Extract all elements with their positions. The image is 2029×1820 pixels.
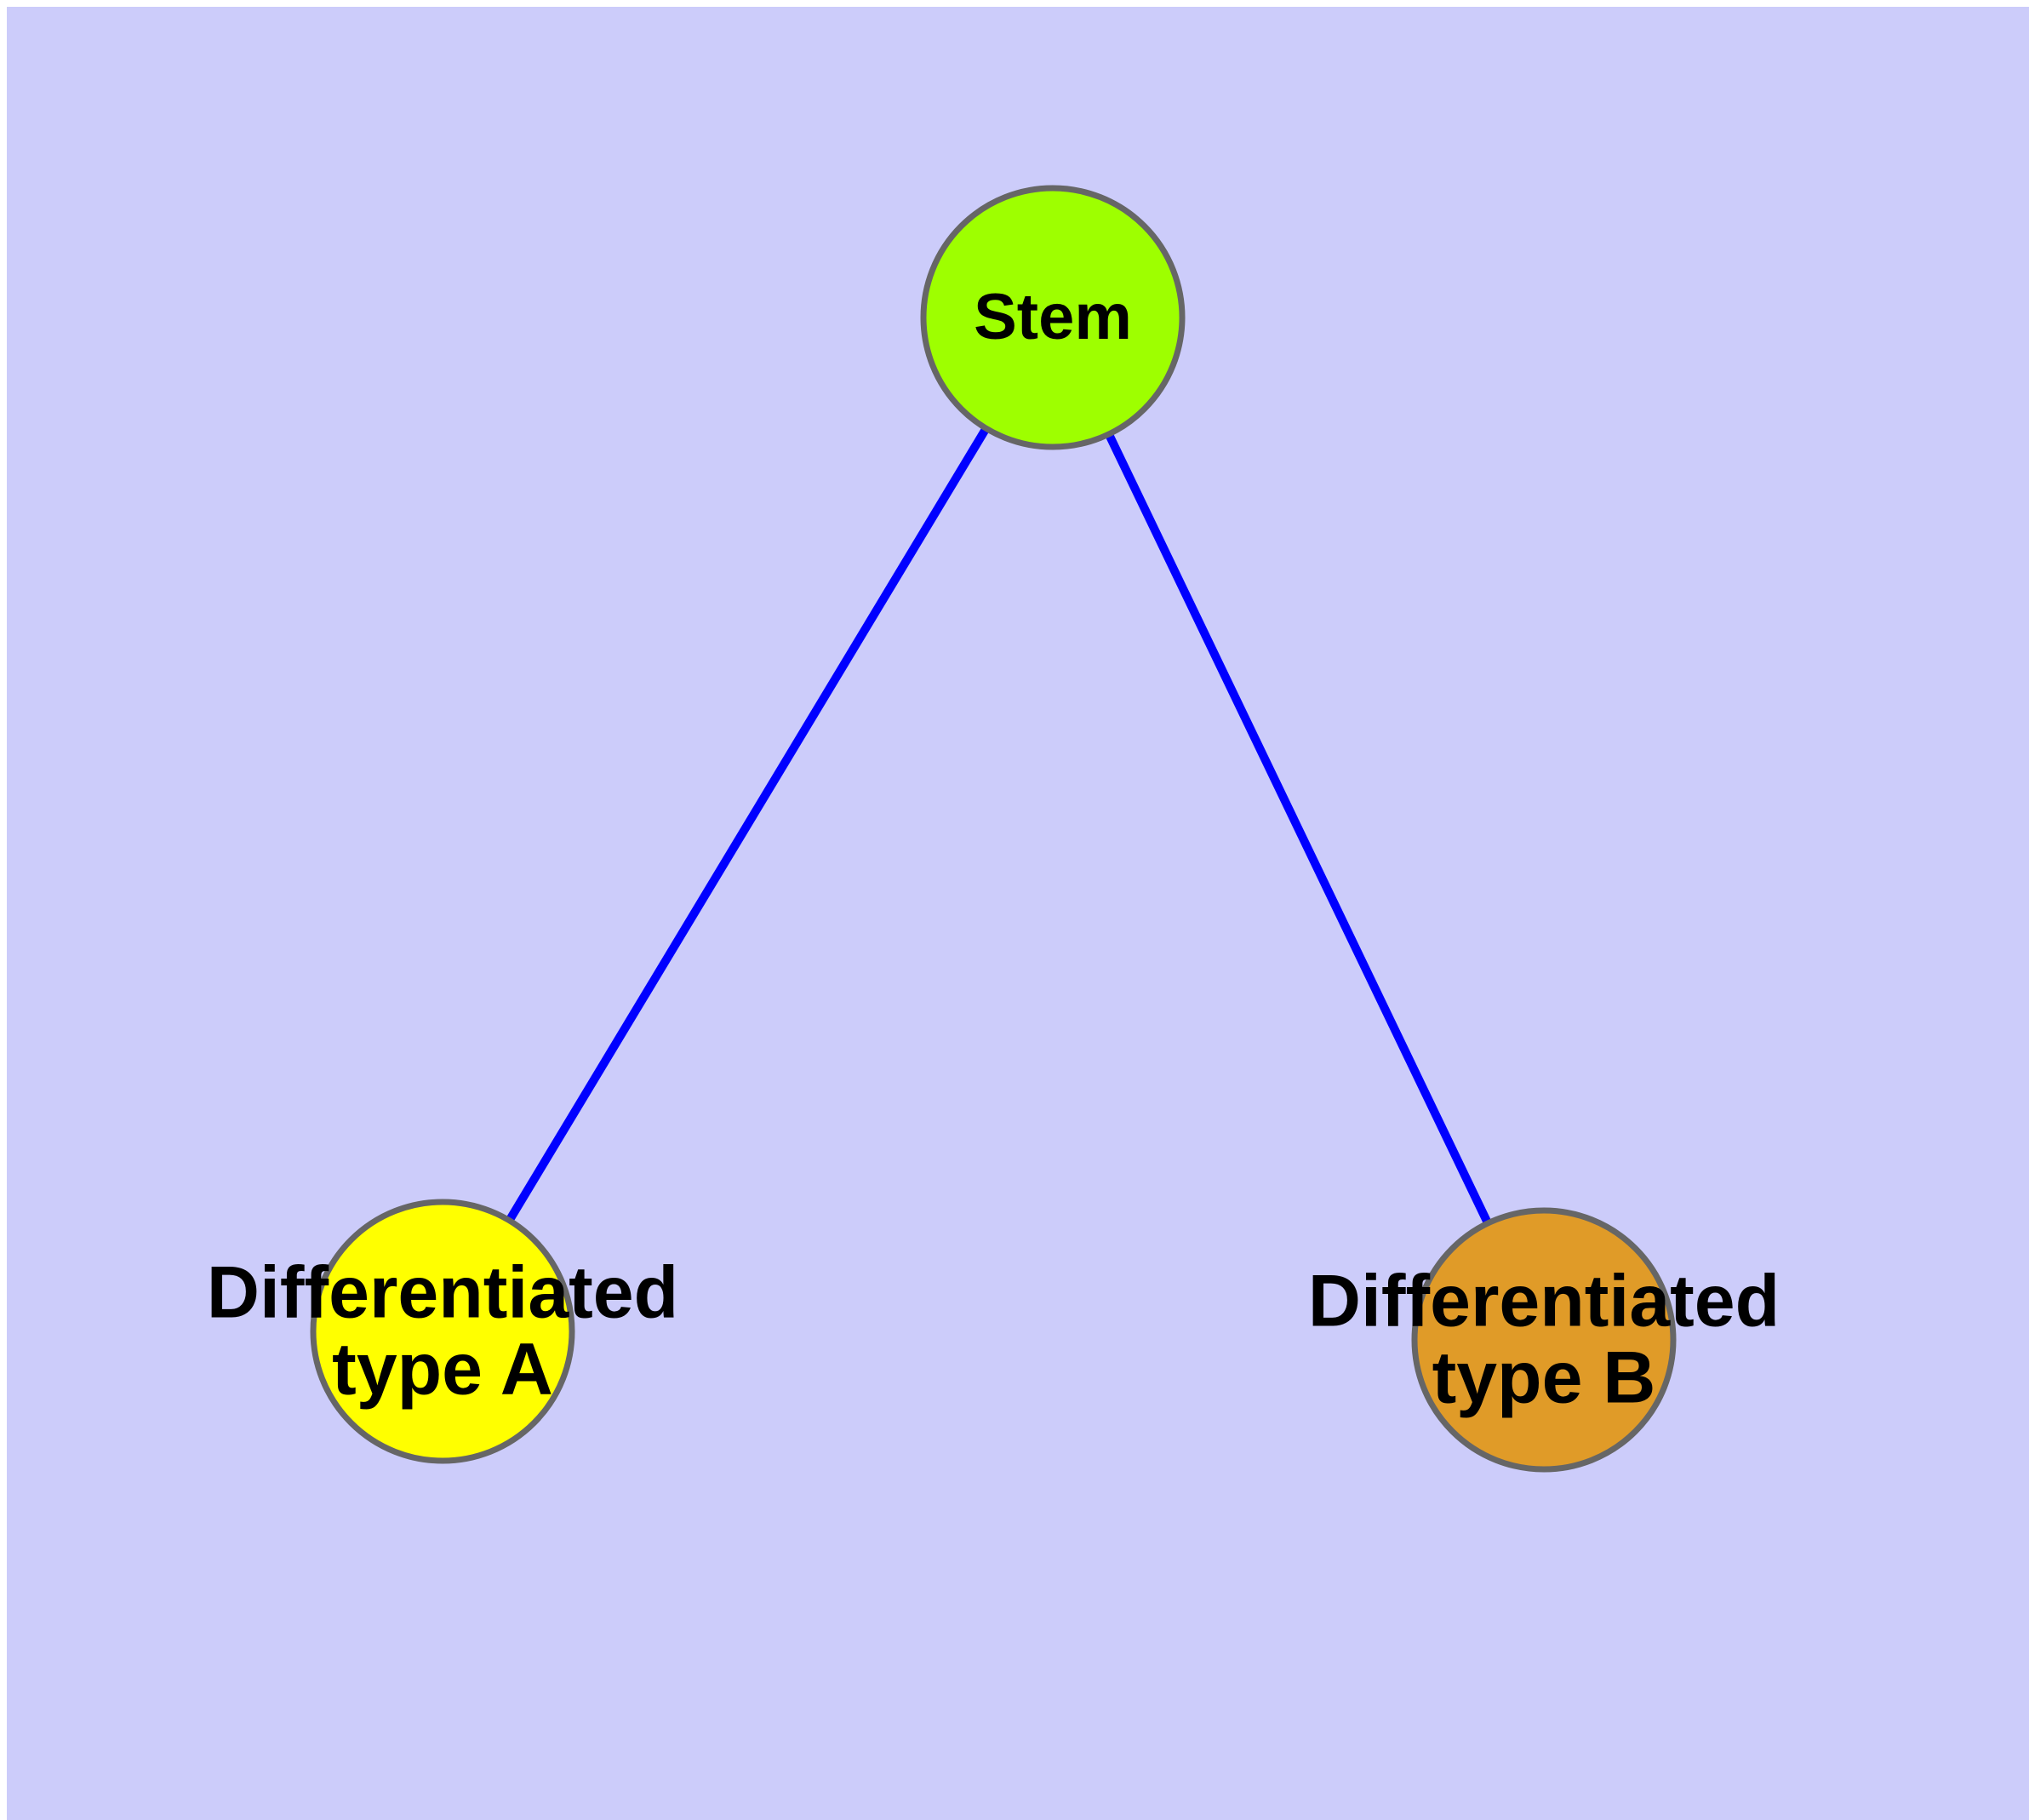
node-circle-diff_b[interactable] (1411, 1207, 1677, 1473)
edges-group (506, 427, 1491, 1224)
node-circle-diff_a[interactable] (310, 1199, 575, 1464)
edge-stem-to-diff_a (506, 427, 989, 1222)
edge-stem-to-diff_b (1106, 433, 1491, 1224)
nodes-group (310, 185, 1677, 1473)
node-circle-stem[interactable] (920, 185, 1186, 450)
